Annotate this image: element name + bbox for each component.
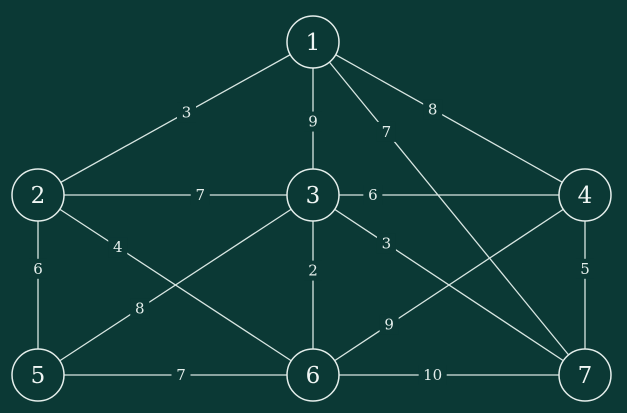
- edge-1-7: [312, 41, 586, 376]
- edge-weight-3-4: 6: [368, 186, 378, 204]
- node-label: 7: [578, 363, 593, 389]
- node-circle: [558, 168, 612, 222]
- node-label: 4: [578, 183, 593, 209]
- edge-weight-background: [376, 233, 396, 254]
- edge-weight-background: [190, 185, 210, 205]
- edge-weight-background: [376, 121, 396, 142]
- edge-weight-background: [130, 298, 150, 319]
- node-label: 3: [306, 183, 321, 209]
- node-circle: [286, 348, 340, 402]
- edge-weight-3-7: 3: [382, 235, 392, 253]
- edge-weight-2-5: 6: [33, 260, 43, 278]
- edge-1-4: [312, 41, 586, 196]
- node-label: 6: [306, 363, 321, 389]
- nodes-layer: 1 2 3 4 5 6 7: [11, 15, 612, 402]
- edge-3-5: [37, 194, 314, 376]
- edge-weight-1-3: 9: [308, 113, 318, 131]
- edge-weight-background: [177, 102, 196, 123]
- edge-weight-1-4: 8: [428, 100, 438, 118]
- edge-weight-5-6: 7: [176, 366, 186, 384]
- edge-weight-background: [363, 185, 383, 205]
- edge-weight-background: [28, 258, 48, 279]
- node-circle: [286, 168, 340, 222]
- edge-weight-background: [418, 365, 447, 385]
- node-7: 7: [558, 348, 612, 402]
- node-label: 1: [306, 30, 321, 56]
- node-6: 6: [286, 348, 340, 402]
- node-circle: [11, 348, 65, 402]
- edge-weight-background: [575, 258, 595, 279]
- edge-weight-1-2: 3: [182, 103, 192, 121]
- node-circle: [286, 15, 340, 69]
- edge-weights-layer: 3 9 7 8 7 6 4 6 8 2 3 9 5 7 10: [28, 99, 595, 385]
- edge-weight-4-7: 5: [580, 260, 590, 278]
- edge-4-6: [312, 194, 586, 376]
- node-1: 1: [286, 15, 340, 69]
- node-4: 4: [558, 168, 612, 222]
- edge-weight-1-7: 7: [382, 123, 392, 141]
- edge-weight-background: [379, 314, 399, 335]
- edge-weight-3-5: 8: [135, 299, 145, 317]
- edge-weight-background: [423, 99, 443, 120]
- edge-weight-6-7: 10: [423, 366, 442, 384]
- edge-1-2: [37, 41, 314, 196]
- edge-weight-background: [108, 237, 128, 258]
- edge-weight-background: [303, 260, 323, 281]
- node-3: 3: [286, 168, 340, 222]
- edge-weight-4-6: 9: [384, 316, 394, 334]
- node-5: 5: [11, 348, 65, 402]
- node-circle: [558, 348, 612, 402]
- node-label: 2: [31, 183, 46, 209]
- edge-weight-2-3: 7: [195, 186, 205, 204]
- node-circle: [11, 168, 65, 222]
- node-2: 2: [11, 168, 65, 222]
- edge-weight-background: [303, 111, 323, 132]
- edge-weight-3-6: 2: [308, 262, 318, 280]
- edge-weight-2-6: 4: [113, 238, 123, 256]
- node-label: 5: [31, 363, 46, 389]
- edge-weight-background: [171, 365, 191, 385]
